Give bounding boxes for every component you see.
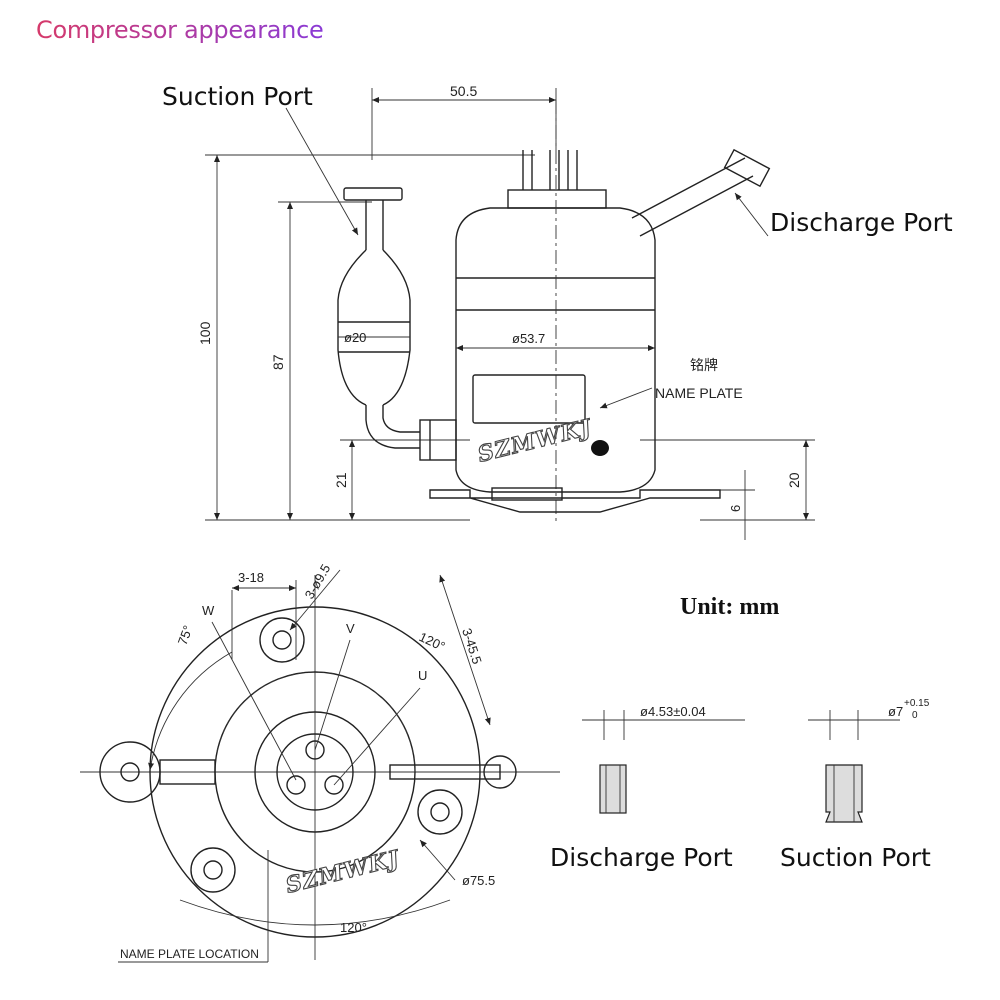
- suction-dim: ø7: [888, 704, 903, 719]
- nameplate-cn-text: 铭牌: [690, 357, 718, 373]
- dim-height-total: 100: [197, 321, 213, 345]
- terminal-u-label: U: [418, 668, 427, 683]
- dim-holes: 3-18: [238, 570, 264, 585]
- dim-accumulator-dia: ø20: [344, 330, 366, 345]
- terminal-w-label: W: [202, 603, 215, 618]
- suction-port-caption: Suction Port: [780, 843, 931, 872]
- dim-height-suction: 87: [270, 354, 286, 370]
- nameplate-dot: [591, 440, 609, 456]
- nameplate-en-text: NAME PLATE: [655, 385, 743, 401]
- nameplate-location-label: NAME PLATE LOCATION: [120, 947, 259, 961]
- suction-tol-lower: 0: [912, 710, 918, 721]
- angle-left-label: 75°: [175, 623, 196, 647]
- discharge-port-caption: Discharge Port: [550, 843, 733, 872]
- watermark-bottom: SZMWKJ: [283, 845, 403, 899]
- discharge-dim: ø4.53±0.04: [640, 704, 706, 719]
- dim-foot: 6: [728, 505, 743, 512]
- bottom-view: 3-18 3-ø9.5 W V U 75° 120° 3-45.5 120° ø…: [80, 561, 560, 963]
- discharge-port-detail: ø4.53±0.04: [582, 704, 745, 814]
- unit-note: Unit: mm: [680, 594, 780, 620]
- dim-base-dia: ø75.5: [462, 873, 495, 888]
- suction-tol-upper: +0.15: [904, 698, 930, 709]
- side-view: 50.5 100 87 21 20 6 ø20: [197, 83, 815, 540]
- watermark-side: SZMWKJ: [475, 414, 595, 468]
- suction-port-label: Suction Port: [162, 82, 313, 111]
- angle-right-label: 120°: [417, 629, 448, 654]
- angle-bottom-label: 120°: [340, 920, 367, 935]
- dim-height-base: 21: [333, 472, 349, 488]
- dim-top-width: 50.5: [450, 83, 477, 99]
- suction-port-detail: ø7 +0.15 0: [808, 698, 930, 823]
- dim-hole-dia: 3-ø9.5: [302, 561, 334, 601]
- dim-shell-dia: ø53.7: [512, 331, 545, 346]
- discharge-port-label: Discharge Port: [770, 208, 953, 237]
- terminal-v-label: V: [346, 621, 355, 636]
- dim-bolt: 3-45.5: [459, 626, 485, 666]
- page-title: Compressor appearance: [36, 16, 324, 44]
- dim-height-right: 20: [786, 472, 802, 488]
